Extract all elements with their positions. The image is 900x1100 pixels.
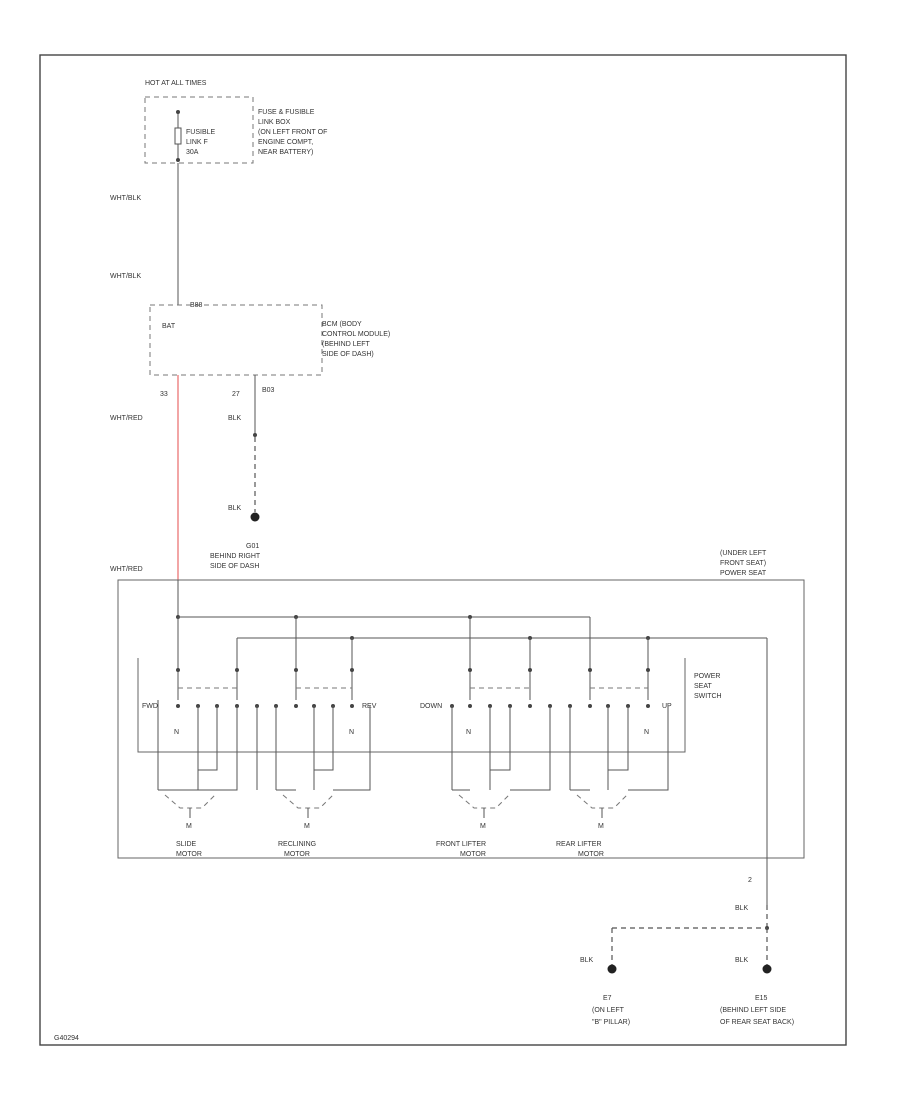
- ground-g01-id: G01: [246, 543, 259, 550]
- wire-label-blk-5: BLK: [735, 957, 749, 964]
- diagram-frame: [39, 54, 847, 1046]
- ground-g01-desc-2: SIDE OF DASH: [210, 563, 259, 570]
- rear-lifter-motor-name-2: MOTOR: [578, 851, 604, 858]
- ground-e7-desc-1: (ON LEFT: [592, 1007, 625, 1014]
- wire-label-blk-2: BLK: [228, 505, 242, 512]
- bcm-pin-right-num: 27: [232, 391, 240, 398]
- ground-e15-desc-2: OF REAR SEAT BACK): [720, 1019, 794, 1026]
- wire-label-wht-blk-1: WHT/BLK: [110, 195, 141, 202]
- wire-label-blk-1: BLK: [228, 415, 242, 422]
- ground-e7-desc-2: "B" PILLAR): [592, 1019, 630, 1026]
- fuse-box: HOT AT ALL TIMES FUSIBLE LINK F 30A FUSE…: [144, 80, 327, 164]
- bcm-pin-left: 33: [160, 391, 168, 398]
- fuse-label-1: FUSIBLE: [186, 129, 216, 136]
- slide-motor-symbol: M: [186, 823, 192, 830]
- fuse-desc-5: NEAR BATTERY): [258, 149, 313, 156]
- wire-label-blk-3: BLK: [735, 905, 749, 912]
- wire-label-wht-red-1: WHT/RED: [110, 415, 143, 422]
- wire-label-blk-4: BLK: [580, 957, 594, 964]
- power-seat-bottom-pin: 2: [748, 877, 752, 884]
- body-control-module: BAT B88 33 27 B03 BCM (BODY CONTROL MODU…: [149, 302, 390, 398]
- ground-e15-desc-1: (BEHIND LEFT SIDE: [720, 1007, 786, 1014]
- bcm-bat-label: BAT: [162, 323, 176, 330]
- bcm-desc-4: SIDE OF DASH): [322, 351, 374, 358]
- fuse-hot-label: HOT AT ALL TIMES: [145, 80, 207, 87]
- fuse-label-2: LINK F: [186, 139, 208, 146]
- rear-lifter-motor: M REAR LIFTER MOTOR: [556, 794, 628, 858]
- rear-lifter-motor-symbol: M: [598, 823, 604, 830]
- reclining-motor-name-1: RECLINING: [278, 841, 316, 848]
- switch-down-label: DOWN: [420, 703, 442, 710]
- slide-motor: M SLIDE MOTOR: [164, 794, 216, 858]
- bcm-desc-3: (BEHIND LEFT: [322, 341, 371, 348]
- power-seat-location-1: (UNDER LEFT: [720, 550, 767, 557]
- fuse-desc-2: LINK BOX: [258, 119, 291, 126]
- switch-rev-label: REV: [362, 703, 377, 710]
- power-seat-switch: POWER SEAT SWITCH FWD REV DOWN UP N N N …: [137, 658, 722, 753]
- switch-up-label: UP: [662, 703, 672, 710]
- front-lifter-motor-name-1: FRONT LIFTER: [436, 841, 486, 848]
- power-seat-location-3: POWER SEAT: [720, 570, 767, 577]
- ground-e15-id: E15: [755, 995, 768, 1002]
- ground-e7-id: E7: [603, 995, 612, 1002]
- reclining-motor-name-2: MOTOR: [284, 851, 310, 858]
- slide-motor-name-2: MOTOR: [176, 851, 202, 858]
- wire-label-wht-blk-2: WHT/BLK: [110, 273, 141, 280]
- power-seat-location-2: FRONT SEAT): [720, 560, 766, 567]
- front-lifter-motor-symbol: M: [480, 823, 486, 830]
- wire-label-wht-red-2: WHT/RED: [110, 566, 143, 573]
- fuse-desc-4: ENGINE COMPT,: [258, 139, 313, 146]
- switch-n-1: N: [174, 729, 179, 736]
- power-seat-assembly: (UNDER LEFT FRONT SEAT) POWER SEAT POW: [117, 550, 805, 859]
- bcm-pin-top: B88: [190, 302, 203, 309]
- ground-g01: BLK BLK G01 BEHIND RIGHT SIDE OF DASH: [210, 375, 261, 570]
- fuse-desc-1: FUSE & FUSIBLE: [258, 109, 315, 116]
- switch-fwd-label: FWD: [142, 703, 158, 710]
- switch-n-3: N: [466, 729, 471, 736]
- switch-label-1: POWER: [694, 673, 720, 680]
- ground-circuit: 2 BLK BLK BLK: [580, 858, 772, 974]
- slide-motor-name-1: SLIDE: [176, 841, 197, 848]
- bcm-pin-right-code: B03: [262, 387, 275, 394]
- switch-n-2: N: [349, 729, 354, 736]
- fuse-desc-3: (ON LEFT FRONT OF: [258, 129, 327, 136]
- switch-label-2: SEAT: [694, 683, 712, 690]
- front-lifter-motor-name-2: MOTOR: [460, 851, 486, 858]
- fuse-label-3: 30A: [186, 149, 199, 156]
- bcm-desc-2: CONTROL MODULE): [322, 331, 390, 338]
- front-lifter-motor: M FRONT LIFTER MOTOR: [436, 794, 510, 858]
- ground-g01-desc-1: BEHIND RIGHT: [210, 553, 261, 560]
- ground-e7: E7 (ON LEFT "B" PILLAR): [592, 995, 630, 1026]
- reclining-motor-symbol: M: [304, 823, 310, 830]
- rear-lifter-motor-name-1: REAR LIFTER: [556, 841, 602, 848]
- bcm-desc-1: BCM (BODY: [322, 321, 362, 328]
- switch-n-4: N: [644, 729, 649, 736]
- switch-label-3: SWITCH: [694, 693, 722, 700]
- ground-e15: E15 (BEHIND LEFT SIDE OF REAR SEAT BACK): [720, 995, 794, 1026]
- reclining-motor: M RECLINING MOTOR: [278, 794, 334, 858]
- footer-code: G40294: [54, 1035, 79, 1042]
